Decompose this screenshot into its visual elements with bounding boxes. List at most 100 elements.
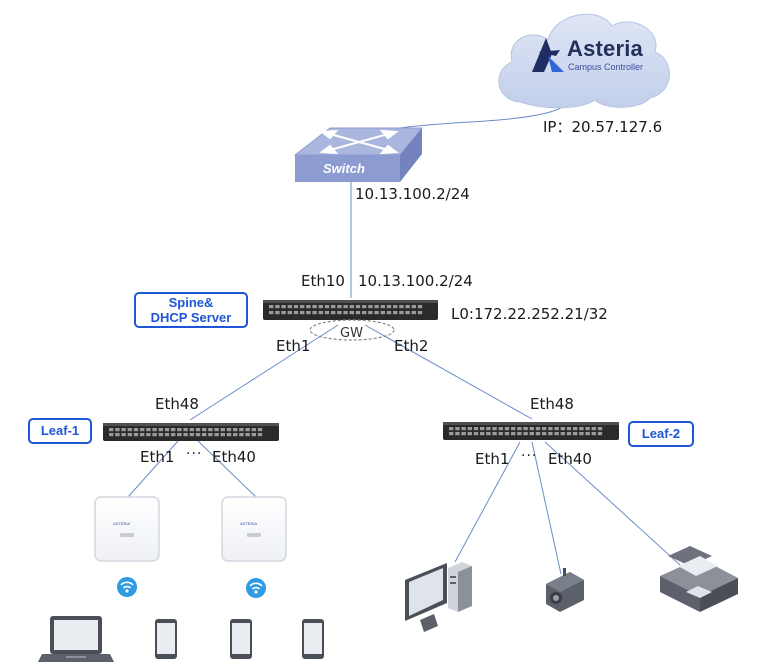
- switch-port: [566, 427, 572, 431]
- link-leaf2-camera: [531, 441, 562, 575]
- spine-switch[interactable]: [263, 300, 438, 320]
- laptop-icon[interactable]: [38, 616, 114, 662]
- switch-port: [109, 428, 114, 432]
- leaf1-port-eth48: Eth48: [155, 395, 199, 413]
- asteria-logo-icon: [532, 38, 564, 72]
- switch-port: [467, 427, 472, 431]
- switch-port: [121, 433, 126, 437]
- switch-port: [554, 432, 559, 436]
- printer-icon[interactable]: [660, 546, 738, 612]
- switch-port: [226, 433, 232, 437]
- access-point-1[interactable]: [94, 496, 160, 562]
- switch-port: [573, 432, 578, 436]
- switch-port: [517, 432, 522, 436]
- switch-port: [411, 311, 416, 315]
- switch-port: [202, 433, 207, 437]
- switch-arrows-icon: [319, 129, 399, 155]
- switch-port: [560, 427, 565, 431]
- switch-port: [312, 305, 317, 309]
- switch-port: [140, 428, 145, 432]
- link-leaf2-printer: [544, 441, 681, 566]
- switch-port: [183, 433, 188, 437]
- switch-port: [127, 428, 132, 432]
- link-leaf1-ap2: [197, 440, 257, 498]
- spine-tag: Spine& DHCP Server: [134, 292, 248, 328]
- switch-port: [152, 428, 157, 432]
- switch-port: [239, 428, 244, 432]
- switch-port: [380, 311, 385, 315]
- switch-port: [504, 427, 510, 431]
- switch-port: [542, 432, 547, 436]
- switch-port: [523, 427, 528, 431]
- security-camera-icon[interactable]: [546, 568, 584, 612]
- controller-brand: Asteria: [567, 36, 643, 61]
- ap1-logo-text: ASTERIA: [113, 521, 131, 526]
- switch-port: [492, 432, 497, 436]
- switch-port: [318, 305, 323, 309]
- switch-port: [411, 305, 416, 309]
- switch-port: [523, 432, 528, 436]
- switch-port: [473, 432, 479, 436]
- switch-port: [133, 428, 139, 432]
- connection-lines: [127, 95, 681, 575]
- switch-port: [331, 305, 336, 309]
- switch-port: [239, 433, 244, 437]
- switch-port: [233, 433, 238, 437]
- switch-port: [312, 311, 317, 315]
- switch-port: [529, 427, 534, 431]
- switch-port: [293, 305, 299, 309]
- switch-port: [455, 427, 460, 431]
- switch-port: [417, 311, 423, 315]
- switch-port: [146, 428, 151, 432]
- switch-port: [529, 432, 534, 436]
- switch-port: [386, 311, 392, 315]
- switch-port: [554, 427, 559, 431]
- leaf1-port-grid: [109, 428, 263, 437]
- switch-port: [362, 305, 367, 309]
- desktop-computer-icon[interactable]: [405, 562, 472, 632]
- switch-port: [380, 305, 385, 309]
- switch-port: [597, 427, 603, 431]
- switch-port: [214, 433, 219, 437]
- switch-port: [275, 305, 280, 309]
- smartphone-icon[interactable]: [155, 619, 177, 659]
- switch-port: [324, 305, 330, 309]
- switch-port: [152, 433, 157, 437]
- smartphone-icon[interactable]: [230, 619, 252, 659]
- switch-port: [461, 432, 466, 436]
- switch-port: [177, 428, 182, 432]
- switch-port: [573, 427, 578, 431]
- switch-port: [233, 428, 238, 432]
- core-switch[interactable]: [293, 127, 424, 182]
- switch-port: [399, 311, 404, 315]
- access-point-2[interactable]: [221, 496, 287, 562]
- switch-port: [121, 428, 126, 432]
- spine-uplink-ip: 10.13.100.2/24: [358, 272, 473, 290]
- cloud-controller[interactable]: [498, 13, 670, 109]
- switch-port: [195, 433, 201, 437]
- switch-port: [140, 433, 145, 437]
- switch-port: [287, 311, 292, 315]
- switch-port: [455, 432, 460, 436]
- switch-uplink-ip: 10.13.100.2/24: [355, 185, 470, 203]
- switch-port: [269, 305, 274, 309]
- switch-port: [504, 432, 510, 436]
- switch-port: [300, 311, 305, 315]
- switch-port: [498, 427, 503, 431]
- wifi-icon: [246, 578, 266, 598]
- switch-port: [560, 432, 565, 436]
- switch-port: [257, 428, 263, 432]
- link-leaf2-pc: [454, 441, 521, 563]
- switch-port: [245, 428, 250, 432]
- switch-port: [281, 311, 286, 315]
- spine-port-eth2: Eth2: [394, 337, 429, 355]
- switch-port: [349, 311, 354, 315]
- leaf2-switch[interactable]: [443, 422, 619, 440]
- leaf1-switch[interactable]: [103, 423, 279, 441]
- switch-port: [461, 427, 466, 431]
- switch-port: [393, 311, 398, 315]
- smartphone-icon[interactable]: [302, 619, 324, 659]
- switch-port: [257, 433, 263, 437]
- switch-port: [473, 427, 479, 431]
